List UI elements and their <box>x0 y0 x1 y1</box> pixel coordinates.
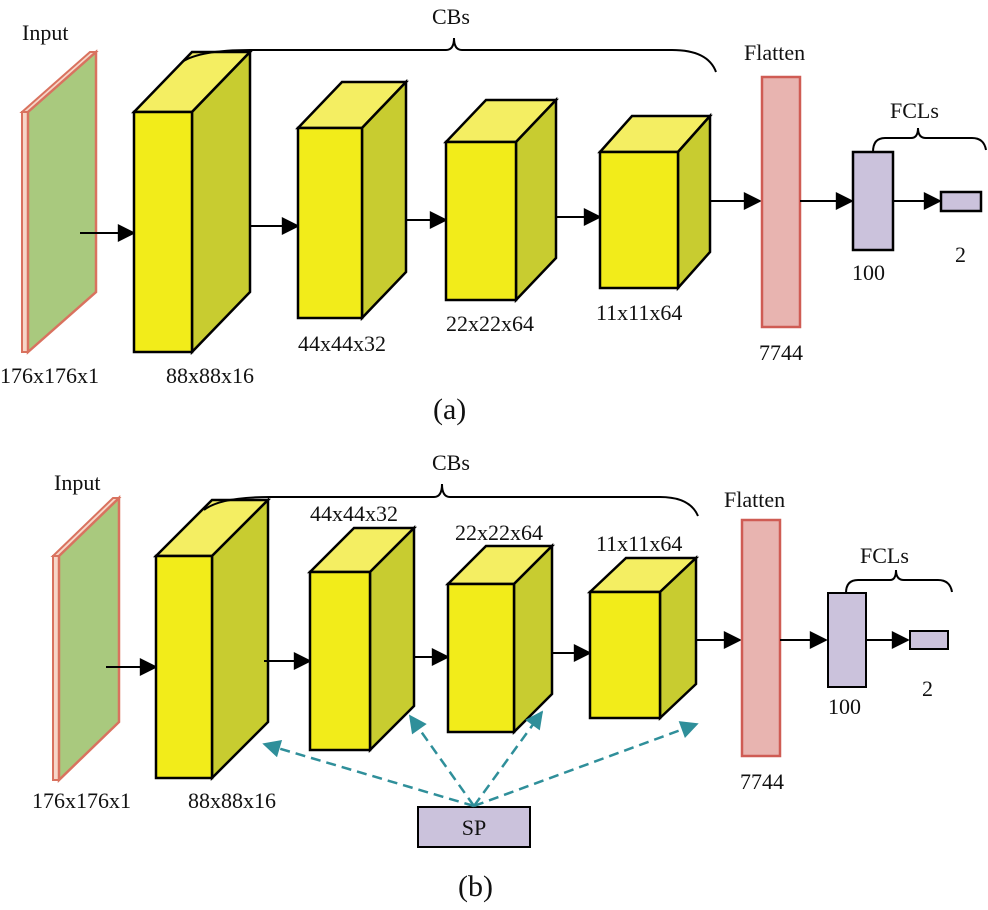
input-layer-b <box>50 495 122 783</box>
conv-block-3 <box>443 96 559 304</box>
flatten-label: Flatten <box>744 40 805 65</box>
conv-block-2-b <box>306 524 418 754</box>
input-layer <box>19 49 99 355</box>
sp-label: SP <box>462 815 486 840</box>
sp-arrow-to-cb4 <box>473 721 699 808</box>
conv-block-4 <box>597 112 713 292</box>
input-dims-label-b: 176x176x1 <box>32 788 131 813</box>
cb3-dims-label-b: 22x22x64 <box>455 520 543 545</box>
fc-layer-2 <box>939 190 983 213</box>
sp-arrow-to-cb2 <box>408 714 476 807</box>
input-dims-label: 176x176x1 <box>0 363 99 388</box>
conv-block-2 <box>295 78 409 322</box>
cbs-bracket-b <box>203 483 699 517</box>
fcls-label-b: FCLs <box>860 543 909 568</box>
input-label: Input <box>22 20 68 45</box>
flatten-size-label: 7744 <box>759 340 803 365</box>
fcls-label: FCLs <box>890 98 939 123</box>
fcls-bracket-b <box>845 569 953 594</box>
conv-block-4-b <box>586 555 700 721</box>
caption-b: (b) <box>458 870 493 903</box>
cb1-dims-label-b: 88x88x16 <box>188 788 276 813</box>
fc2-size-label: 2 <box>955 242 966 267</box>
flatten-size-label-b: 7744 <box>740 769 784 794</box>
panel-a: Input 176x176x1 88x88x16 44x44x32 22x22x <box>0 4 987 426</box>
fc1-size-label: 100 <box>852 260 885 285</box>
fc-layer-1-b <box>827 592 867 688</box>
sp-arrow-to-cb1 <box>262 739 475 808</box>
panel-b: Input 176x176x1 88x88x16 44x44x32 22x22x <box>32 450 953 903</box>
conv-block-3-b <box>444 542 556 736</box>
conv-block-1-b <box>152 496 272 782</box>
fc1-size-label-b: 100 <box>828 694 861 719</box>
sp-box <box>417 806 531 848</box>
cb3-dims-label: 22x22x64 <box>446 311 534 336</box>
flatten-layer <box>760 75 802 329</box>
cbs-label-b: CBs <box>432 450 470 475</box>
flatten-layer-b <box>740 518 782 758</box>
sp-arrow-to-cb3 <box>472 710 544 807</box>
cb2-dims-label-b: 44x44x32 <box>310 501 398 526</box>
cb4-dims-label-b: 11x11x64 <box>596 531 682 556</box>
input-label-b: Input <box>54 470 100 495</box>
fc-layer-2-b <box>909 630 949 650</box>
caption-a: (a) <box>433 393 466 426</box>
conv-block-1 <box>131 48 253 356</box>
cbs-label: CBs <box>432 4 470 29</box>
cb2-dims-label: 44x44x32 <box>298 331 386 356</box>
flatten-label-b: Flatten <box>724 487 785 512</box>
cbs-bracket <box>181 37 717 73</box>
fc2-size-label-b: 2 <box>922 676 933 701</box>
cb1-dims-label: 88x88x16 <box>166 363 254 388</box>
fc-layer-1 <box>851 150 895 252</box>
fcls-bracket <box>872 127 987 153</box>
cb4-dims-label: 11x11x64 <box>596 300 682 325</box>
